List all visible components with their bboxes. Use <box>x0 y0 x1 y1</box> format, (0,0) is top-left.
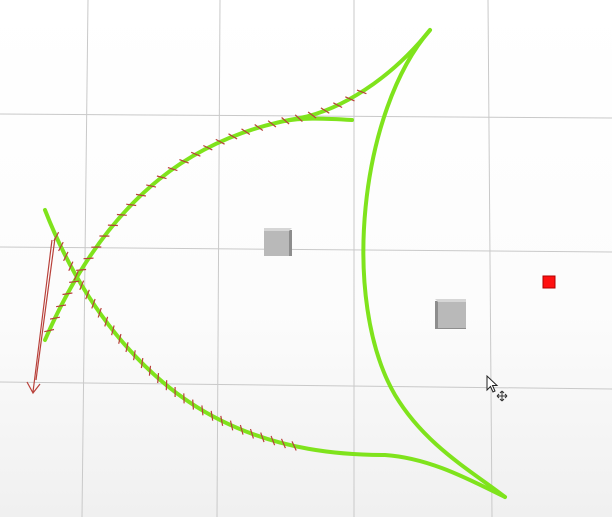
pose-arrow-tick <box>249 428 254 439</box>
grid-line <box>0 381 612 390</box>
pose-arrow-tick <box>68 261 74 271</box>
path-segment-right-arc <box>361 28 507 499</box>
goal-marker <box>542 275 556 289</box>
pose-arrow-tick <box>333 102 343 109</box>
pose-arrow-tick <box>62 292 73 296</box>
pose-arrow-tick <box>44 328 55 333</box>
path-segment-cusp <box>283 116 354 123</box>
obstacle-cube-2 <box>435 299 466 329</box>
pose-arrow-tick <box>281 117 290 125</box>
pose-arrow-tick <box>241 128 251 135</box>
pose-arrow-tick <box>104 316 109 327</box>
pose-arrow-tick <box>146 184 157 188</box>
mouse-pointer-icon <box>486 374 499 393</box>
pose-arrow-tick <box>215 138 225 145</box>
pose-arrow-tick <box>148 365 152 376</box>
pose-arrow-tick <box>270 435 276 446</box>
path-segment-upper-arc <box>43 28 432 342</box>
pose-arrow-tick <box>291 441 297 451</box>
pose-arrow-tick <box>79 280 85 291</box>
pose-arrow-tick <box>307 111 317 119</box>
obstacle-cube-1 <box>264 228 292 256</box>
pose-arrow-tick <box>83 257 94 260</box>
pose-arrow-tick <box>179 159 189 164</box>
pose-arrow-tick <box>210 410 214 421</box>
pose-arrow-tick <box>192 399 194 410</box>
pose-arrow-tick <box>229 420 234 431</box>
pose-arrow-tick <box>63 251 69 262</box>
pose-arrow-tick <box>167 167 178 172</box>
pose-arrow-tick <box>135 193 146 197</box>
pose-arrow-tick <box>91 298 96 309</box>
pose-arrow-tick <box>156 175 167 180</box>
path-segment-lower-arc <box>43 208 507 499</box>
pose-arrow-tick <box>294 114 303 123</box>
pose-arrows <box>44 89 367 451</box>
pose-arrow-tick <box>111 325 115 336</box>
pose-arrow-tick <box>239 424 244 435</box>
grid-line <box>487 0 493 517</box>
start-arrow-head <box>26 381 41 395</box>
pose-arrow-tick <box>69 280 80 283</box>
pose-arrow-tick <box>126 203 137 207</box>
pose-arrow-tick <box>280 438 286 449</box>
pose-arrow-tick <box>320 107 330 114</box>
pose-arrow-tick <box>140 358 144 369</box>
start-arrow-line <box>35 237 56 381</box>
pose-arrow-tick <box>116 213 127 216</box>
pose-arrow-tick <box>76 268 87 271</box>
pose-arrow-tick <box>125 342 129 353</box>
pose-arrow-tick <box>73 270 79 281</box>
pose-arrow-tick <box>267 120 277 128</box>
pose-arrow-tick <box>260 432 265 443</box>
pose-arrow-tick <box>201 405 204 416</box>
trajectory <box>43 28 507 499</box>
pose-arrow-tick <box>133 350 136 361</box>
pose-arrow-tick <box>254 124 264 131</box>
pose-arrow-tick <box>49 316 61 320</box>
grid-line <box>216 0 221 517</box>
pose-arrow-tick <box>58 241 64 252</box>
start-pose-arrows <box>26 237 56 395</box>
grid-line <box>0 246 612 253</box>
pose-arrow-tick <box>85 289 90 300</box>
pose-arrow-tick <box>203 144 213 151</box>
pose-arrow-tick <box>118 333 122 344</box>
pose-arrow-tick <box>190 151 201 157</box>
pose-arrow-tick <box>228 133 238 140</box>
pose-arrow-tick <box>55 304 67 308</box>
move-cursor-icon <box>496 390 508 402</box>
start-arrow-line <box>32 239 53 393</box>
pose-arrow-tick <box>157 373 160 384</box>
pose-arrow-tick <box>356 89 367 95</box>
pose-arrow-tick <box>345 96 355 102</box>
pose-arrow-tick <box>97 307 102 318</box>
pose-arrow-tick <box>220 415 224 426</box>
